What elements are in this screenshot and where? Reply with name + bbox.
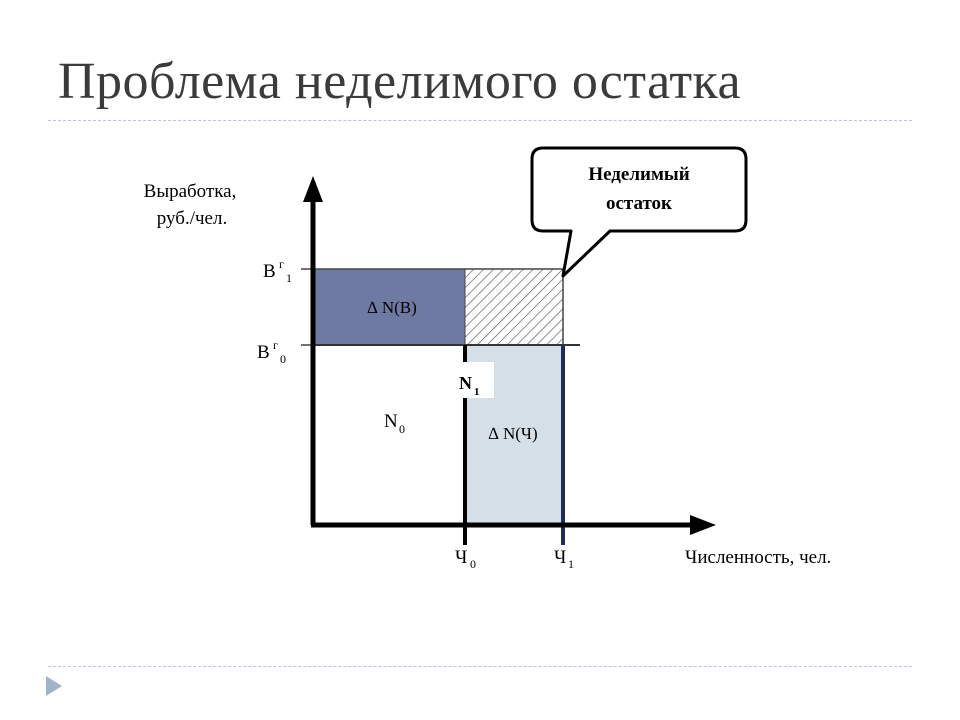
svg-text:1: 1 [474,386,480,398]
b1-label: В г 1 [263,257,292,285]
callout-text-line2: остаток [606,193,672,214]
slide-title: Проблема неделимого остатка [58,53,742,110]
y-axis-label-line1: Выработка, [144,181,237,202]
next-slide-arrow-icon[interactable] [46,676,62,696]
n1-label: N 1 [452,362,494,398]
y-axis-label-line2: руб./чел. [157,208,227,229]
delta-b-label: ∆ N(В) [367,298,417,317]
delta-b-region [312,268,466,346]
callout-bubble [530,146,748,278]
indivisible-remainder-region [464,268,564,346]
x-axis-arrow [690,515,716,535]
svg-text:г: г [279,257,284,271]
svg-text:0: 0 [399,422,405,436]
svg-text:N: N [459,373,472,393]
svg-text:1: 1 [568,557,574,571]
ch0-label: Ч 0 [455,547,476,571]
callout-text-line1: Неделимый [588,164,689,185]
delta-ch-label: ∆ N(Ч) [488,424,537,443]
top-divider [48,120,912,121]
bottom-divider [48,666,912,667]
svg-text:Ч: Ч [554,547,566,568]
svg-text:В: В [263,261,276,282]
svg-text:В: В [257,342,270,363]
svg-text:0: 0 [280,352,286,366]
b0-label: В г 0 [257,338,286,366]
svg-text:N: N [384,411,398,432]
y-axis-arrow [303,176,323,202]
svg-text:г: г [273,338,278,352]
n0-label: N 0 [384,411,405,436]
svg-text:Ч: Ч [455,547,467,568]
ch1-label: Ч 1 [554,547,574,571]
svg-text:0: 0 [470,557,476,571]
svg-text:1: 1 [286,271,292,285]
x-axis-label: Численность, чел. [685,547,831,568]
